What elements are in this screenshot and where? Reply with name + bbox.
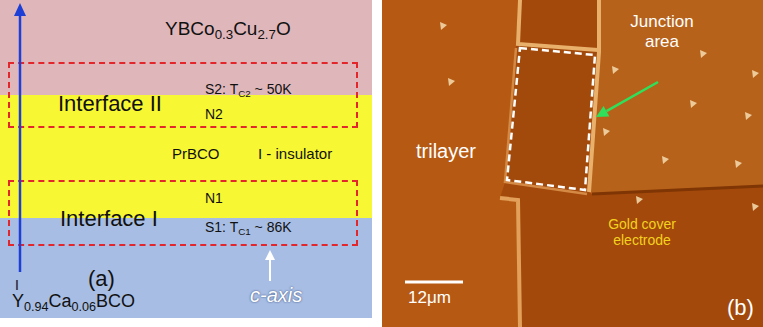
- text-run: ~ 50K: [251, 81, 292, 97]
- text-slot: S1: TC1 ~ 86K: [205, 218, 292, 237]
- text-slot: YBCo0.3Cu2.7O: [165, 18, 291, 42]
- text-run: ~ 86K: [251, 219, 292, 235]
- scale-bar: [405, 281, 463, 284]
- label-slot: 12μm: [408, 288, 451, 308]
- text-slot: Interface I: [60, 206, 158, 231]
- layer-label: YBCo0.3Cu2.7O: [165, 18, 291, 42]
- layer-label: N1: [205, 190, 223, 206]
- subscript: C1: [238, 226, 251, 237]
- afm-image: [382, 0, 763, 327]
- panel-label: (a): [88, 266, 115, 291]
- pointer-arrow: [596, 82, 658, 117]
- text-slot: S2: TC2 ~ 50K: [205, 80, 292, 99]
- label-slot: (a): [88, 266, 115, 291]
- text-run: S1: T: [205, 219, 238, 235]
- layer-band: Y0.94Ca0.06BCO: [0, 218, 372, 318]
- layer-label: Y0.94Ca0.06BCO: [12, 291, 135, 314]
- interface-box: Interface II S2: TC2 ~ 50K N2: [8, 62, 358, 128]
- text-slot: Interface II: [58, 91, 162, 116]
- layer-band: PrBCO I - insulator: [0, 95, 372, 218]
- label-slot: c-axis: [250, 284, 302, 307]
- layer-label: I - insulator: [258, 145, 332, 162]
- label-slot: trilayer: [416, 140, 476, 163]
- text-slot: Y0.94Ca0.06BCO: [12, 291, 135, 314]
- surface-particles: [440, 22, 759, 211]
- scale-label: 12μm: [408, 288, 451, 308]
- subscript: C2: [238, 88, 251, 99]
- text-run: I - insulator: [258, 145, 332, 162]
- text-run: Ca: [49, 291, 72, 311]
- panel-label: (b): [727, 295, 754, 320]
- text-slot: N1: [205, 189, 223, 207]
- label-slot: (b): [727, 295, 754, 320]
- text-run: N2: [205, 106, 223, 122]
- region-label: Gold cover electrode: [592, 216, 692, 248]
- layer-label: S1: TC1 ~ 86K: [205, 219, 292, 237]
- subscript: 2.7: [257, 27, 276, 42]
- layer-band: YBCo0.3Cu2.7O: [0, 0, 372, 95]
- text-run: Interface I: [60, 206, 158, 231]
- text-slot: I - insulator: [258, 145, 332, 163]
- junction-outline: [507, 48, 595, 190]
- subscript: 0.94: [24, 300, 49, 314]
- layer-label: PrBCO: [172, 145, 220, 162]
- text-run: BCO: [96, 291, 135, 311]
- text-run: O: [276, 18, 291, 39]
- text-slot: N2: [205, 105, 223, 123]
- subscript: 0.3: [215, 27, 234, 42]
- text-run: S2: T: [205, 81, 238, 97]
- label-slot: I: [15, 276, 19, 294]
- region-label: trilayer: [416, 140, 476, 163]
- text-run: YBCo: [165, 18, 215, 39]
- interface-title: Interface II: [58, 91, 162, 116]
- callout-label: Junction area: [612, 12, 712, 51]
- current-label: I: [15, 277, 19, 293]
- text-run: Cu: [233, 18, 257, 39]
- label-slot: Gold cover electrode: [592, 216, 692, 248]
- layer-label: N2: [205, 106, 223, 122]
- subscript: 0.06: [72, 300, 97, 314]
- label-slot: Junction area: [612, 12, 712, 51]
- text-run: N1: [205, 190, 223, 206]
- text-slot: PrBCO: [172, 145, 220, 163]
- axis-label: c-axis: [250, 284, 302, 307]
- text-run: Interface II: [58, 91, 162, 116]
- text-run: PrBCO: [172, 145, 220, 162]
- interface-title: Interface I: [60, 206, 158, 231]
- text-run: Y: [12, 291, 24, 311]
- interface-box: Interface I N1S1: TC1 ~ 86K: [8, 180, 358, 246]
- layer-label: S2: TC2 ~ 50K: [205, 81, 292, 99]
